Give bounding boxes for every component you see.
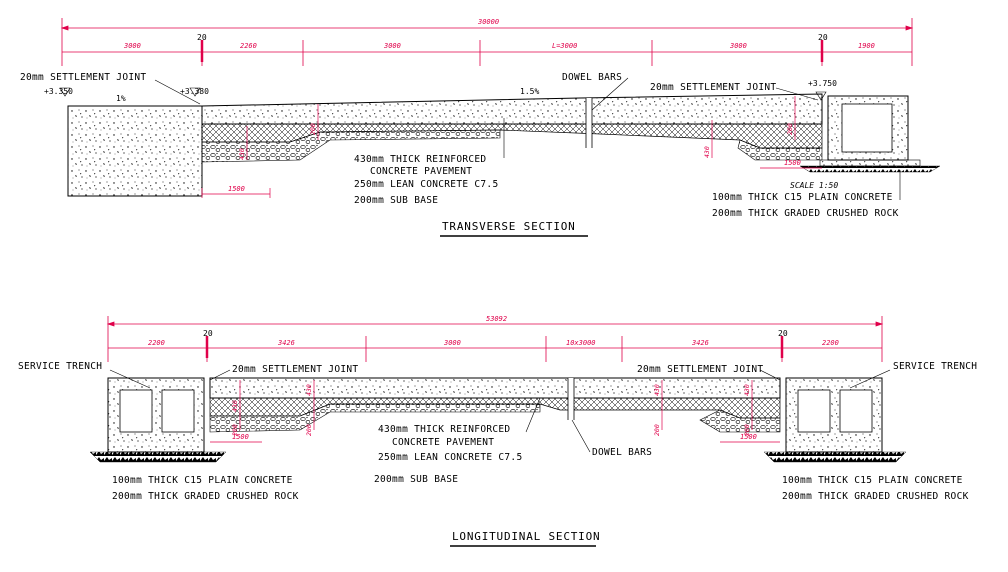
longitudinal-service-trench-left: SERVICE TRENCH — [18, 361, 102, 372]
longitudinal-dim-4: 10x3000 — [566, 339, 596, 347]
transverse-left-level-outer: +3.350 — [44, 87, 73, 96]
longitudinal-title: LONGITUDINAL SECTION — [452, 530, 600, 543]
transverse-sub-base-left — [201, 129, 501, 163]
transverse-vdim-3: 430 — [703, 146, 711, 158]
longitudinal-dim-3: 3000 — [443, 339, 461, 347]
transverse-right-note1: 100mm THICK C15 PLAIN CONCRETE — [712, 192, 893, 203]
longitudinal-vdim-8: 200 — [743, 424, 751, 436]
transverse-vdim-1: 430 — [238, 148, 246, 160]
longitudinal-overall-dim: 53092 — [486, 315, 507, 323]
longitudinal-sub-base-right — [699, 409, 781, 433]
transverse-dowel-break — [585, 98, 593, 148]
longitudinal-section: 53092 2200 3426 3000 10x3000 3426 2200 2… — [18, 315, 977, 547]
transverse-dim-2: 2260 — [240, 42, 257, 50]
longitudinal-right-note2: 200mm THICK GRADED CRUSHED ROCK — [782, 491, 969, 502]
transverse-sub-base-label: 200mm SUB BASE — [354, 195, 438, 206]
transverse-dim-3: 3000 — [383, 42, 401, 50]
transverse-left-concrete-block — [67, 105, 203, 197]
transverse-section: 30000 3000 2260 3000 L=3000 3000 1900 20… — [20, 18, 941, 237]
longitudinal-vdim-6: 430 — [653, 384, 661, 396]
transverse-right-note2: 200mm THICK GRADED CRUSHED ROCK — [712, 208, 899, 219]
transverse-slope-mid: 1.5% — [520, 87, 539, 96]
longitudinal-dim-5: 3426 — [691, 339, 709, 347]
longitudinal-left-note1: 100mm THICK C15 PLAIN CONCRETE — [112, 475, 293, 486]
transverse-right-dim-bottom: 1500 — [784, 159, 801, 167]
transverse-pavement-line2: CONCRETE PAVEMENT — [370, 166, 472, 177]
longitudinal-dim-6: 2200 — [822, 339, 839, 347]
longitudinal-vdim-1: 430 — [231, 400, 239, 412]
transverse-scale: SCALE 1:50 — [790, 181, 838, 190]
longitudinal-dimension-chain — [106, 316, 884, 362]
transverse-left-joint-label: 20mm SETTLEMENT JOINT — [20, 72, 146, 83]
longitudinal-joint-mark-right: 20 — [778, 329, 788, 338]
longitudinal-vdim-3: 430 — [305, 384, 313, 396]
transverse-dim-6: 1900 — [858, 42, 875, 50]
longitudinal-vdim-2: 200 — [231, 424, 239, 436]
longitudinal-pavement-line1: 430mm THICK REINFORCED — [378, 424, 510, 435]
transverse-dim-1: 3000 — [123, 42, 141, 50]
longitudinal-left-joint-label: 20mm SETTLEMENT JOINT — [232, 364, 358, 375]
longitudinal-left-trench — [89, 377, 227, 463]
longitudinal-vdim-7: 430 — [743, 384, 751, 396]
transverse-vdim-2: 200 — [309, 123, 317, 135]
longitudinal-pavement-line2: CONCRETE PAVEMENT — [392, 437, 494, 448]
longitudinal-right-note1: 100mm THICK C15 PLAIN CONCRETE — [782, 475, 963, 486]
longitudinal-vdim-5: 200 — [653, 424, 661, 436]
transverse-right-joint-label: 20mm SETTLEMENT JOINT — [650, 82, 776, 93]
transverse-dimension-chain — [60, 18, 914, 66]
longitudinal-joint-mark-left: 20 — [203, 329, 213, 338]
transverse-pavement-slab — [201, 93, 823, 125]
longitudinal-service-trench-right: SERVICE TRENCH — [893, 361, 977, 372]
transverse-joint-mark-left: 20 — [197, 33, 207, 42]
longitudinal-vdim-4: 200 — [305, 424, 313, 436]
longitudinal-sub-base-left — [209, 403, 541, 433]
transverse-lean-concrete-label: 250mm LEAN CONCRETE C7.5 — [354, 179, 498, 190]
transverse-dowel-label: DOWEL BARS — [562, 72, 622, 83]
longitudinal-right-joint-label: 20mm SETTLEMENT JOINT — [637, 364, 763, 375]
transverse-right-level: +3.750 — [808, 79, 837, 88]
transverse-slope-left: 1% — [116, 94, 126, 103]
transverse-joint-mark-right: 20 — [818, 33, 828, 42]
transverse-dim-4: L=3000 — [552, 42, 577, 50]
longitudinal-left-note2: 200mm THICK GRADED CRUSHED ROCK — [112, 491, 299, 502]
longitudinal-right-dim-bottom: 1500 — [740, 433, 757, 441]
transverse-left-dim-bottom: 1500 — [228, 185, 245, 193]
longitudinal-dim-2: 3426 — [277, 339, 295, 347]
transverse-pavement-line1: 430mm THICK REINFORCED — [354, 154, 486, 165]
longitudinal-right-trench — [763, 377, 907, 463]
longitudinal-pavement-slab — [209, 377, 781, 399]
longitudinal-dowel-break — [567, 378, 575, 420]
transverse-right-drain — [799, 95, 941, 173]
longitudinal-left-dim-bottom: 1500 — [232, 433, 249, 441]
longitudinal-dowel-label: DOWEL BARS — [592, 447, 652, 458]
longitudinal-sub-base-label: 200mm SUB BASE — [374, 474, 458, 485]
longitudinal-dim-1: 2200 — [148, 339, 165, 347]
transverse-dim-5: 3000 — [729, 42, 747, 50]
transverse-overall-dim: 30000 — [477, 18, 499, 26]
longitudinal-lean-concrete-label: 250mm LEAN CONCRETE C7.5 — [378, 452, 522, 463]
transverse-vdim-4: 200 — [786, 123, 794, 135]
transverse-left-level-inner: +3.380 — [180, 87, 209, 96]
transverse-title: TRANSVERSE SECTION — [442, 220, 576, 233]
